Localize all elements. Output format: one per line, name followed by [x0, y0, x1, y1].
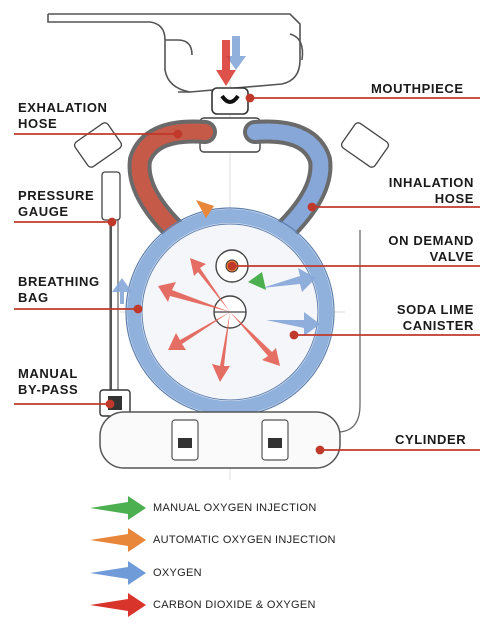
legend-arrow-manual-oxygen	[90, 496, 146, 520]
label-cylinder: CYLINDER	[395, 432, 467, 447]
label-exhalation-hose: EXHALATION HOSE	[18, 100, 108, 131]
co2-flow-arrows	[158, 258, 280, 382]
callout-lines	[14, 93, 480, 455]
oxygen-flow-arrows	[112, 36, 320, 336]
legend-arrow-automatic-oxygen	[90, 528, 146, 552]
label-mouthpiece: MOUTHPIECE	[371, 81, 464, 96]
legend-arrows	[90, 496, 146, 617]
cylinder	[99, 411, 341, 469]
inhalation-hose	[243, 119, 333, 252]
manual-bypass	[99, 389, 131, 417]
label-pressure-gauge: PRESSURE GAUGE	[18, 188, 95, 219]
callout-dot-pressure-gauge	[107, 217, 117, 227]
harness-frame	[47, 13, 304, 93]
legend-label-automatic-oxygen: AUTOMATIC OXYGEN INJECTION	[153, 534, 336, 546]
legend-label-manual-oxygen: MANUAL OXYGEN INJECTION	[153, 502, 317, 514]
callout-dot-exhalation-hose	[173, 129, 183, 139]
callout-dot-inhalation-hose	[307, 202, 317, 212]
legend-arrow-oxygen	[90, 561, 146, 585]
callout-dot-soda-lime-canister	[289, 330, 299, 340]
callout-dot-mouthpiece	[245, 93, 255, 103]
callout-dot-manual-bypass	[105, 399, 115, 409]
label-manual-bypass: MANUAL BY-PASS	[18, 366, 79, 397]
legend-label-oxygen: OXYGEN	[153, 567, 202, 579]
pressure-gauge	[101, 171, 121, 390]
legend-label-co2-oxygen: CARBON DIOXIDE & OXYGEN	[153, 599, 316, 611]
label-breathing-bag: BREATHING BAG	[18, 274, 100, 305]
label-on-demand-valve: ON DEMAND VALVE	[388, 233, 474, 264]
label-inhalation-hose: INHALATION HOSE	[388, 175, 474, 206]
exhale-arrow-top	[216, 40, 236, 86]
callout-dot-cylinder	[315, 445, 325, 455]
callout-dot-on-demand-valve	[227, 261, 237, 271]
legend-arrow-co2-oxygen	[90, 593, 146, 617]
label-soda-lime-canister: SODA LIME CANISTER	[396, 302, 474, 333]
callout-dot-breathing-bag	[133, 304, 143, 314]
